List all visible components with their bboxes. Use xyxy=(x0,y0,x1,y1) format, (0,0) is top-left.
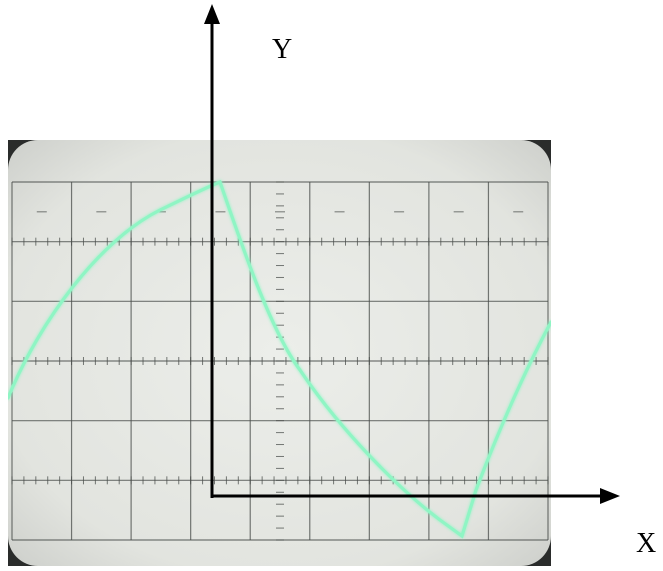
x-axis-arrowhead-icon xyxy=(600,488,620,504)
waveform-trace xyxy=(8,179,551,539)
overlay-axes xyxy=(204,4,620,504)
oscilloscope-screen xyxy=(8,140,551,566)
x-axis-label: X xyxy=(636,528,657,559)
y-axis-arrowhead-icon xyxy=(204,4,220,24)
graticule xyxy=(11,181,549,541)
y-axis-label: Y xyxy=(272,34,293,65)
